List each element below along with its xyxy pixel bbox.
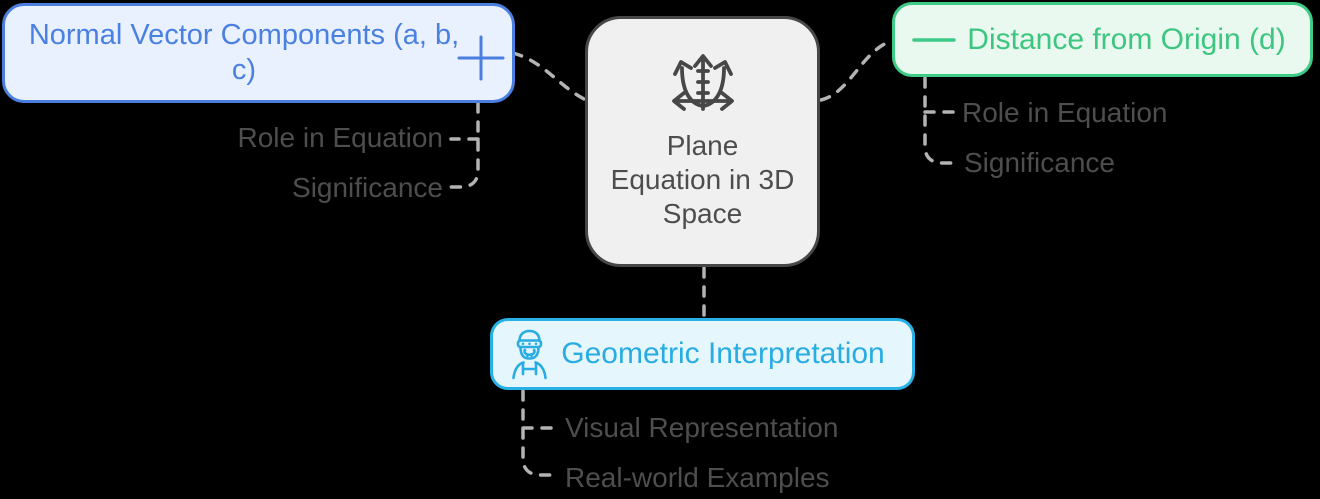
node-distance-title: Distance from Origin (d)	[967, 22, 1286, 56]
worker-icon	[512, 329, 547, 380]
minus-icon[interactable]	[911, 36, 957, 44]
child-normal-vector-role[interactable]: Role in Equation	[237, 122, 443, 153]
child-distance-significance[interactable]: Significance	[964, 147, 1115, 178]
connector-center-to-distance	[819, 39, 893, 102]
child-normal-vector-significance[interactable]: Significance	[292, 172, 443, 203]
connector-geometric-children	[521, 389, 556, 477]
plus-icon[interactable]	[456, 35, 506, 81]
node-plane-equation-center[interactable]: Plane Equation in 3D Space	[585, 16, 820, 267]
child-geometric-real-world-examples[interactable]: Real-world Examples	[565, 462, 830, 493]
node-geometric-title: Geometric Interpretation	[561, 337, 885, 370]
node-geometric-interpretation[interactable]: Geometric Interpretation	[490, 318, 915, 390]
connector-distance-children	[923, 76, 955, 165]
child-geometric-visual-representation[interactable]: Visual Representation	[565, 412, 839, 443]
connector-center-to-normal-vector	[511, 51, 588, 102]
node-normal-vector-title: Normal Vector Components (a, b, c)	[28, 19, 460, 86]
node-normal-vector-components[interactable]: Normal Vector Components (a, b, c)	[2, 3, 515, 103]
node-distance-from-origin[interactable]: Distance from Origin (d)	[892, 2, 1313, 77]
3d-axes-icon	[671, 54, 734, 111]
center-node-title: Plane Equation in 3D Space	[610, 130, 795, 229]
child-distance-role[interactable]: Role in Equation	[962, 97, 1168, 128]
connector-normal-vector-children	[449, 101, 480, 189]
